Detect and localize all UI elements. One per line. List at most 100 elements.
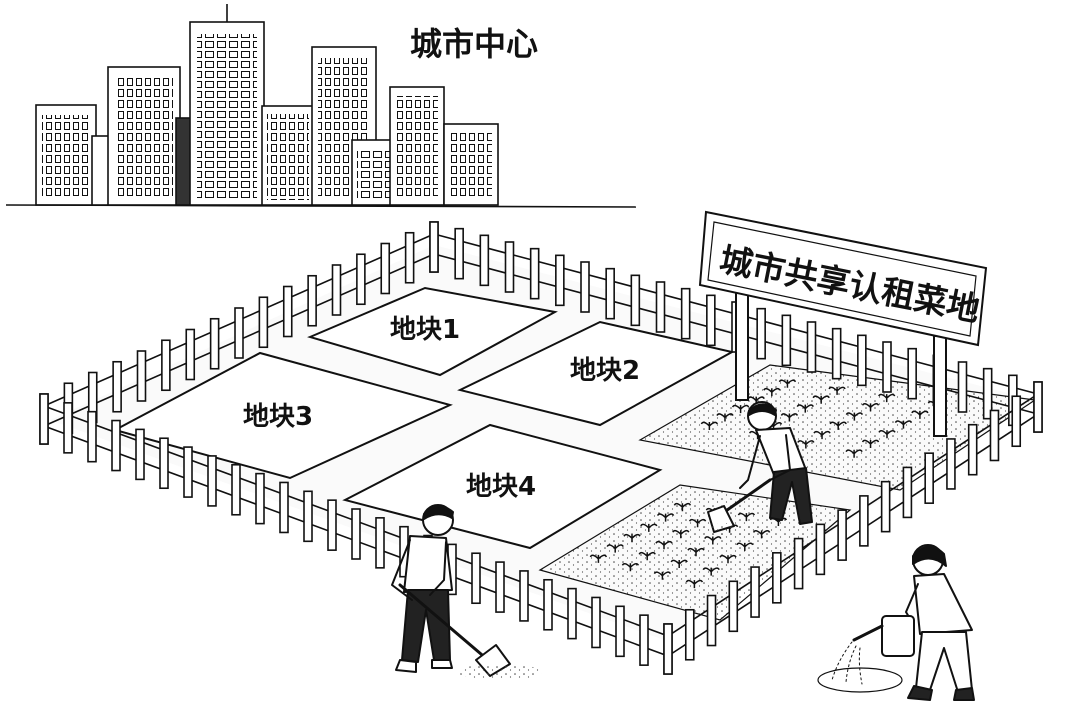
fence-post <box>543 578 553 631</box>
fence-post <box>655 281 666 333</box>
fence-post <box>605 267 615 320</box>
fence-post <box>231 463 241 516</box>
fence <box>39 221 1043 675</box>
fence-post <box>750 566 760 618</box>
fence-post <box>728 580 739 633</box>
seedling <box>687 547 705 557</box>
fence-post <box>111 419 121 472</box>
seedling <box>655 540 673 550</box>
fence-post <box>902 466 913 519</box>
plot-label-1: 地块1 <box>390 315 460 345</box>
seedling <box>688 518 707 528</box>
fence-post <box>907 347 917 400</box>
fence-post <box>772 552 782 604</box>
plot-label-3: 地块3 <box>243 402 313 432</box>
fence-post <box>837 509 847 561</box>
fence-post <box>375 517 385 569</box>
fence-post <box>567 587 577 640</box>
fence-post <box>706 594 717 647</box>
fence-post <box>924 452 934 504</box>
person-digging-left <box>391 504 511 677</box>
fence-post <box>615 605 625 658</box>
fence-post <box>356 253 366 306</box>
seedling <box>656 513 675 522</box>
seedling <box>719 554 737 564</box>
fence-post <box>87 410 97 463</box>
fence-post <box>989 409 1000 462</box>
fence-post <box>327 499 337 551</box>
plot-1 <box>307 286 558 377</box>
fence-post <box>161 339 171 392</box>
fence-post <box>159 437 169 490</box>
fence-post <box>136 350 147 402</box>
seedling <box>623 533 641 543</box>
fence-post <box>331 264 342 316</box>
fence-post <box>859 495 869 547</box>
fence-post <box>63 402 73 454</box>
fence-post <box>706 294 716 347</box>
plot-label-4: 地块4 <box>466 472 536 502</box>
fence-post <box>982 367 993 420</box>
fence-post <box>555 254 565 307</box>
fence-post <box>793 537 804 590</box>
seedling <box>638 551 656 561</box>
seedling <box>763 387 781 397</box>
seedling <box>653 571 672 580</box>
seedling <box>861 403 880 412</box>
seedling <box>796 404 814 413</box>
fence-post <box>630 274 641 327</box>
fence-post <box>185 328 196 381</box>
fence-post <box>591 596 601 649</box>
seedling <box>702 567 720 576</box>
seedling <box>737 512 756 522</box>
fence-post <box>967 423 978 476</box>
seedling <box>878 429 896 439</box>
seedling <box>878 393 896 403</box>
seedling <box>704 536 722 545</box>
fence-post <box>1011 395 1022 448</box>
person-digging-right <box>707 401 813 533</box>
fence-post <box>831 327 842 380</box>
fence-post <box>857 334 867 387</box>
fence-post <box>209 317 220 370</box>
plot-3 <box>112 351 453 480</box>
fence-post <box>946 438 956 490</box>
seedling <box>640 523 658 532</box>
fence-post <box>207 455 217 507</box>
seedling <box>845 412 864 421</box>
fence-post <box>684 608 695 661</box>
fence-post <box>380 242 391 295</box>
fence-post <box>519 570 529 622</box>
fence-post <box>279 481 289 534</box>
plot-label-2: 地块2 <box>570 356 640 386</box>
fence-post <box>504 241 515 293</box>
seedling <box>736 542 754 551</box>
seedling <box>606 544 624 553</box>
sign-board <box>698 210 988 437</box>
fence-post <box>258 296 269 349</box>
fence-post <box>756 307 766 360</box>
seedling <box>589 554 608 563</box>
fence-post <box>112 360 122 413</box>
fence-post <box>234 307 244 359</box>
fence-post <box>351 508 361 560</box>
seedling <box>780 413 799 422</box>
seedling <box>731 404 750 414</box>
fence-post <box>255 472 265 525</box>
city-center-label: 城市中心 <box>410 25 538 63</box>
city-skyline <box>5 4 637 208</box>
fence-post <box>454 227 464 280</box>
seedling <box>861 439 880 448</box>
fence-post <box>781 314 792 367</box>
fence-post <box>471 552 481 605</box>
fence-post <box>663 623 673 675</box>
fence-post <box>815 523 826 576</box>
seedling <box>716 413 734 422</box>
fence-post <box>580 261 590 313</box>
fence-post <box>479 234 490 287</box>
seedling <box>894 420 913 429</box>
fence-post <box>282 285 293 338</box>
seedling <box>797 440 815 449</box>
fence-post <box>429 221 439 273</box>
